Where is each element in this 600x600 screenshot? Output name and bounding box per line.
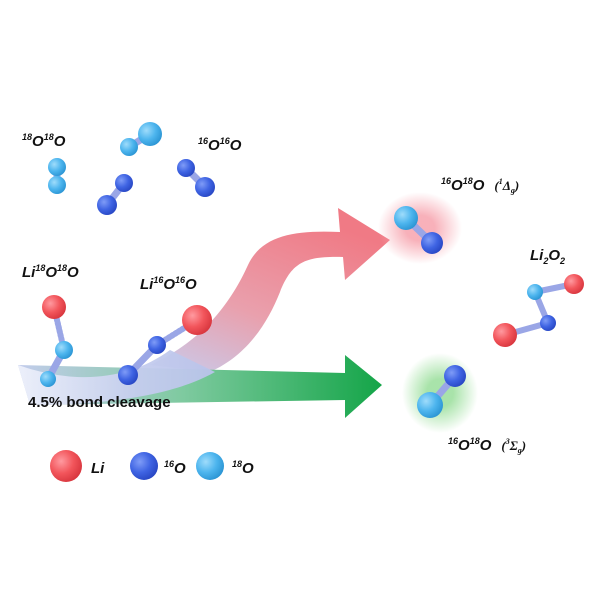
atom-o18 [48, 158, 66, 176]
bond-cleavage-label: 4.5% bond cleavage [28, 394, 171, 411]
atom-li [42, 295, 66, 319]
legend: Li 16O 18O [50, 450, 254, 482]
label-li-18o18o: Li18O18O [22, 263, 79, 281]
atom-o16 [444, 365, 466, 387]
legend-o16-swatch [130, 452, 158, 480]
label-16o16o: 16O16O [198, 136, 242, 154]
atom-o18 [120, 138, 138, 156]
atom-o16 [195, 177, 215, 197]
atom-o16 [97, 195, 117, 215]
atoms [40, 122, 584, 418]
atom-o16 [118, 365, 138, 385]
atom-o16 [148, 336, 166, 354]
atom-o16 [115, 174, 133, 192]
red-arrow [150, 208, 390, 372]
atom-li [493, 323, 517, 347]
label-18o18o: 18O18O [22, 132, 66, 150]
atom-o18 [527, 284, 543, 300]
legend-o18-label: 18O [232, 459, 254, 477]
atom-o18 [55, 341, 73, 359]
label-li2o2: Li2O2 [530, 247, 565, 266]
legend-li-swatch [50, 450, 82, 482]
atom-o18 [394, 206, 418, 230]
atom-o16 [421, 232, 443, 254]
legend-o18-swatch [196, 452, 224, 480]
legend-o16-label: 16O [164, 459, 186, 477]
atom-li [564, 274, 584, 294]
atom-li [182, 305, 212, 335]
label-singlet-product: 16O18O(1Δg) [441, 176, 519, 195]
reactant-band [18, 350, 215, 405]
atom-o18 [48, 176, 66, 194]
atom-o18 [40, 371, 56, 387]
atom-o16 [540, 315, 556, 331]
label-li-16o16o: Li16O16O [140, 275, 197, 293]
atom-o18 [417, 392, 443, 418]
label-triplet-product: 16O18O(3Σg) [448, 436, 526, 455]
atom-o16 [177, 159, 195, 177]
legend-li-label: Li [91, 460, 105, 477]
green-arrow [18, 355, 382, 418]
atom-o18 [138, 122, 162, 146]
